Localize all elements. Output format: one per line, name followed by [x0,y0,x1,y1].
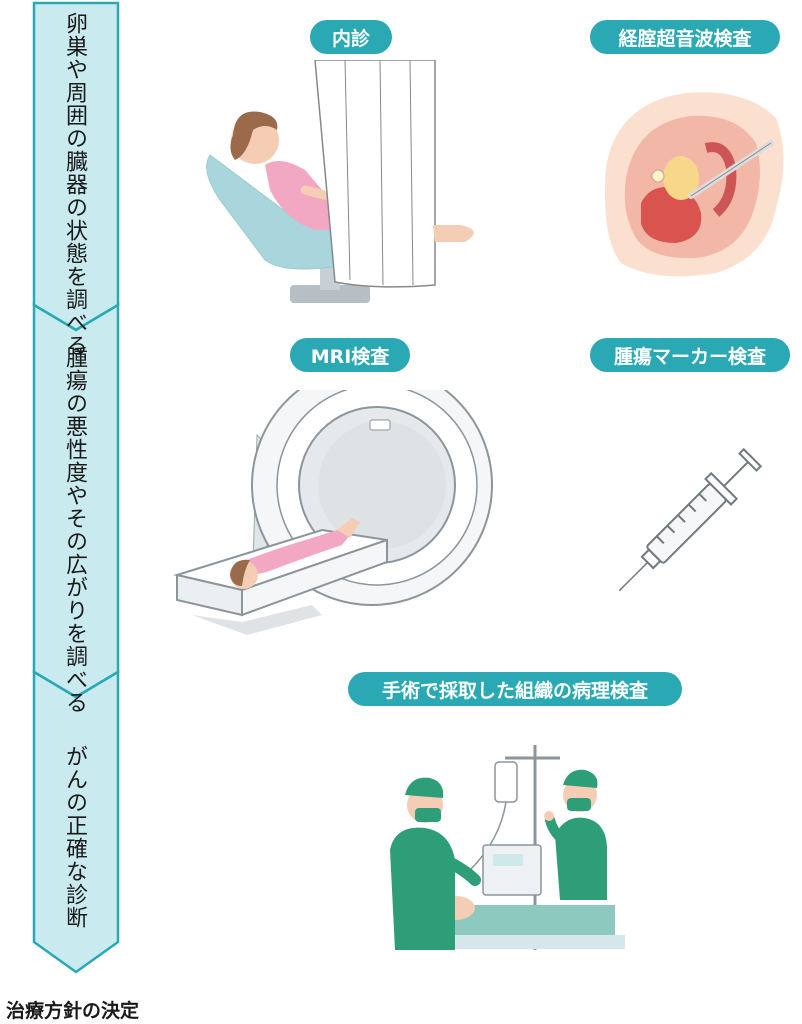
internal-exam-label: 内診 [310,20,392,54]
step-examine-tumor-spread: 腫瘍の悪性度やその広がりを調べる [62,346,87,714]
step-accurate-diagnosis: がんの正確な診断 [62,745,87,929]
treatment-decision-label: 治療方針の決定 [6,1000,140,1022]
transvaginal-ultrasound-label: 経腟超音波検査 [590,20,780,54]
diagnosis-flow: 卵巣や周囲の臓器の状態を調べる 腫瘍の悪性度やその広がりを調べる がんの正確な診… [0,0,140,1000]
surgery-illustration [390,745,625,950]
step-examine-ovary: 卵巣や周囲の臓器の状態を調べる [62,12,87,357]
syringe-illustration [618,447,763,592]
pathology-exam-label: 手術で採取した組織の病理検査 [348,672,682,706]
transvaginal-ultrasound-illustration [605,92,784,277]
flow-arrow-shape [32,1,120,974]
mri-scanner-illustration [173,390,493,635]
mri-exam-label: MRI検査 [290,338,410,372]
tumor-marker-label: 腫瘍マーカー検査 [590,338,790,372]
internal-exam-illustration [206,60,474,303]
